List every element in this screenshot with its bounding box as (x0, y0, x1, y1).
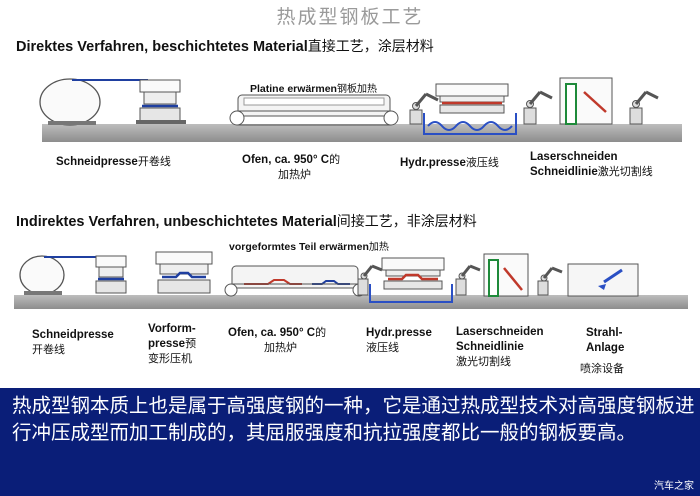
direct-heading-de: Direktes Verfahren, beschichtetes Materi… (16, 39, 308, 55)
direct-cutting-press (136, 79, 186, 124)
direct-oven-cn1: 的 (329, 153, 341, 166)
direct-press-cn: 开卷线 (137, 155, 171, 168)
direct-laser-de2: Schneidlinie (530, 166, 598, 178)
direct-hydraulic-press (423, 83, 517, 135)
direct-heading-cn: 直接工艺，涂层材料 (307, 39, 434, 55)
direct-robot-arm-1 (409, 92, 439, 125)
indirect-oven-conveyor (224, 265, 366, 297)
indirect-label-vor-cn2: 变形压机 (148, 352, 192, 365)
direct-coil-decoiler (39, 78, 148, 126)
indirect-label-vor-1: Vorform- (148, 323, 196, 335)
indirect-label-hydr: Hydr.presse (366, 327, 432, 339)
indirect-heading-cn: 间接工艺，非涂层材料 (336, 214, 477, 230)
direct-heating-cn: 钢板加热 (336, 84, 377, 95)
indirect-preform-press (155, 251, 213, 294)
indirect-floor-base (14, 295, 688, 309)
indirect-heating-cn: 加热 (368, 242, 389, 253)
direct-label-laser-2: Schneidlinie激光切割线 (530, 165, 653, 179)
indirect-heading-de: Indirektes Verfahren, unbeschichtetes Ma… (16, 214, 337, 230)
direct-heating-de: Platine erwärmen (250, 83, 337, 95)
direct-oven-de: Ofen, ca. 950° C (242, 154, 330, 166)
watermark: 汽车之家 (654, 481, 694, 492)
direct-label-oven-cn2: 加热炉 (278, 168, 311, 181)
indirect-vor-de2: presse (148, 338, 186, 350)
indirect-label-laser-cn: 激光切割线 (456, 355, 511, 368)
caption-text: 热成型钢本质上也是属于高强度钢的一种，它是通过热成型技术对高强度钢板进行冲压成型… (12, 394, 695, 444)
indirect-blasting-unit (567, 263, 639, 297)
direct-heating-label: Platine erwärmen钢板加热 (250, 80, 377, 95)
direct-label-laser-1: Laserschneiden (530, 151, 618, 163)
indirect-label-press: Schneidpresse (32, 329, 114, 341)
direct-hydr-cn: 液压线 (465, 156, 499, 169)
indirect-label-hydr-cn: 液压线 (366, 341, 399, 354)
indirect-process-heading: Indirektes Verfahren, unbeschichtetes Ma… (16, 211, 477, 231)
indirect-label-laser-2: Schneidlinie (456, 341, 524, 353)
direct-robot-arm-3 (629, 90, 659, 125)
direct-label-hydr: Hydr.presse液压线 (400, 156, 499, 170)
direct-press-de: Schneidpresse (56, 156, 138, 168)
direct-label-oven: Ofen, ca. 950° C的 (242, 153, 340, 167)
direct-laser-cell (559, 77, 613, 125)
direct-robot-arm-2 (523, 90, 553, 125)
indirect-label-strahl-2: Anlage (586, 342, 625, 354)
direct-oven-conveyor (229, 94, 399, 126)
indirect-heating-de: vorgeformtes Teil erwärmen (229, 241, 369, 253)
indirect-label-oven: Ofen, ca. 950° C的 (228, 326, 326, 340)
indirect-hydraulic-press (369, 257, 453, 303)
indirect-label-laser-1: Laserschneiden (456, 326, 544, 338)
indirect-vor-cn1: 预 (185, 337, 197, 350)
indirect-label-press-cn: 开卷线 (32, 343, 65, 356)
indirect-label-vor-2: presse预 (148, 337, 196, 351)
direct-floor-base (42, 124, 682, 142)
indirect-label-strahl-1: Strahl- (586, 327, 623, 339)
indirect-oven-de: Ofen, ca. 950° C (228, 327, 316, 339)
indirect-label-oven-cn2: 加热炉 (264, 341, 297, 354)
indirect-heating-label: vorgeformtes Teil erwärmen加热 (229, 238, 389, 253)
indirect-cutting-press (95, 255, 127, 294)
direct-label-press: Schneidpresse开卷线 (56, 155, 171, 169)
direct-process-heading: Direktes Verfahren, beschichtetes Materi… (16, 36, 434, 56)
direct-hydr-de: Hydr.presse (400, 157, 466, 169)
indirect-oven-cn1: 的 (315, 326, 327, 339)
caption-banner (0, 388, 700, 496)
indirect-laser-cell (483, 253, 529, 297)
indirect-coil-decoiler (19, 255, 98, 295)
direct-laser-cn: 激光切割线 (597, 165, 653, 178)
indirect-robot-arm-1 (357, 264, 383, 296)
indirect-robot-arm-2 (455, 264, 481, 296)
indirect-label-strahl-cn: 喷涂设备 (580, 362, 624, 375)
indirect-robot-arm-3 (537, 266, 563, 296)
diagram-title: 热成型钢板工艺 (276, 6, 424, 28)
